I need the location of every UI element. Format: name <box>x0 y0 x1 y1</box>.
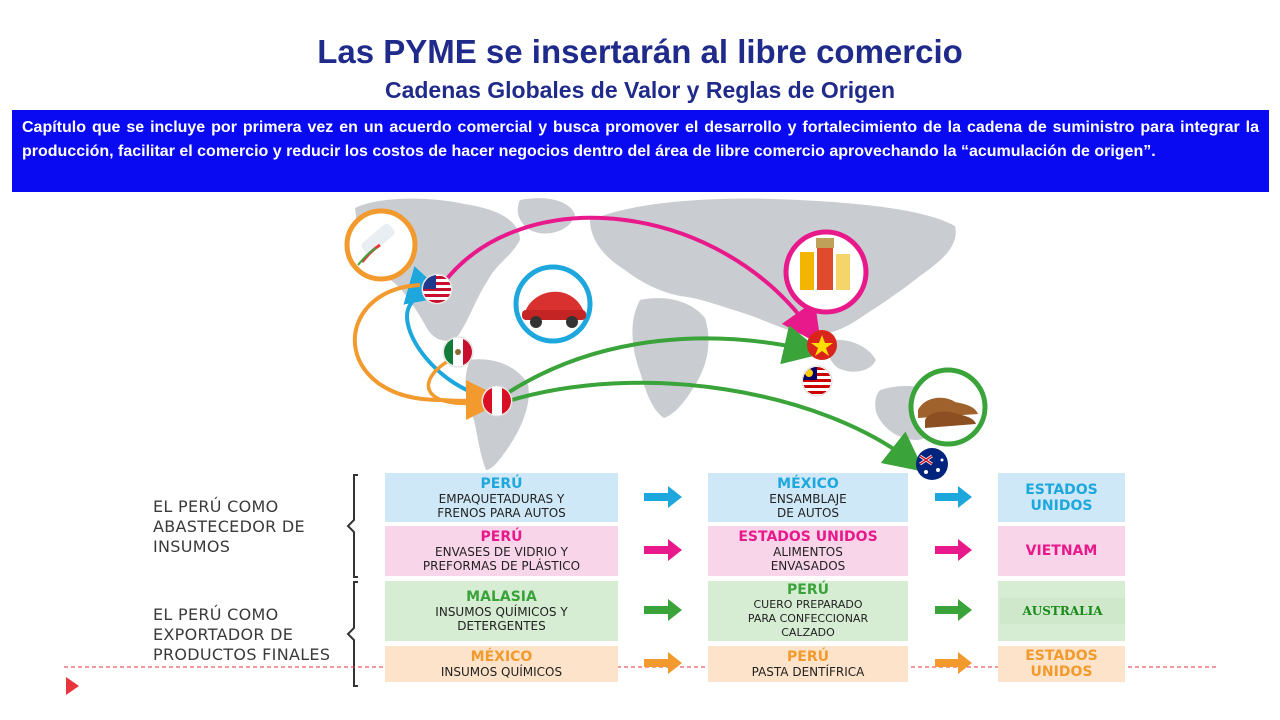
arrow-icon <box>935 652 972 674</box>
description-box: Capítulo que se incluye por primera vez … <box>12 110 1269 192</box>
arrow-icon <box>644 539 682 561</box>
row2-arrows <box>644 539 972 561</box>
row3-origin-cell: MALASIA INSUMOS QUÍMICOS Y DETERGENTES <box>385 581 618 641</box>
arrow-icon <box>935 486 972 508</box>
row1-origin-cell: PERÚ EMPAQUETADURAS Y FRENOS PARA AUTOS <box>385 473 618 522</box>
row4-arrows <box>644 652 972 674</box>
row2-middle-cell: ESTADOS UNIDOS ALIMENTOS ENVASADOS <box>708 526 908 576</box>
slide-subtitle: Cadenas Globales de Valor y Reglas de Or… <box>384 77 896 103</box>
row3-middle-cell: PERÚ CUERO PREPARADO PARA CONFECCIONAR C… <box>708 581 908 641</box>
row1-middle-cell: MÉXICO ENSAMBLAJE DE AUTOS <box>708 473 908 522</box>
row4-destination-cell: ESTADOS UNIDOS <box>998 646 1125 682</box>
row1-arrows <box>644 486 972 508</box>
arrow-icon <box>935 599 972 621</box>
row2-origin-cell: PERÚ ENVASES DE VIDRIO Y PREFORMAS DE PL… <box>385 526 618 576</box>
row1-destination-cell: ESTADOS UNIDOS <box>998 473 1125 522</box>
row4-origin-cell: MÉXICO INSUMOS QUÍMICOS <box>385 646 618 682</box>
arrow-icon <box>644 652 682 674</box>
row4-middle-cell: PERÚ PASTA DENTÍFRICA <box>708 646 908 682</box>
australia-label: AUSTRALIA <box>1000 598 1125 624</box>
arrow-icon <box>935 539 972 561</box>
arrow-icon <box>644 599 682 621</box>
arrow-icon <box>644 486 682 508</box>
row2-destination-cell: VIETNAM <box>998 526 1125 576</box>
slide-title: Las PYME se insertarán al libre comercio <box>317 33 963 70</box>
slide-marker-icon <box>66 677 79 695</box>
row3-arrows <box>644 599 972 621</box>
